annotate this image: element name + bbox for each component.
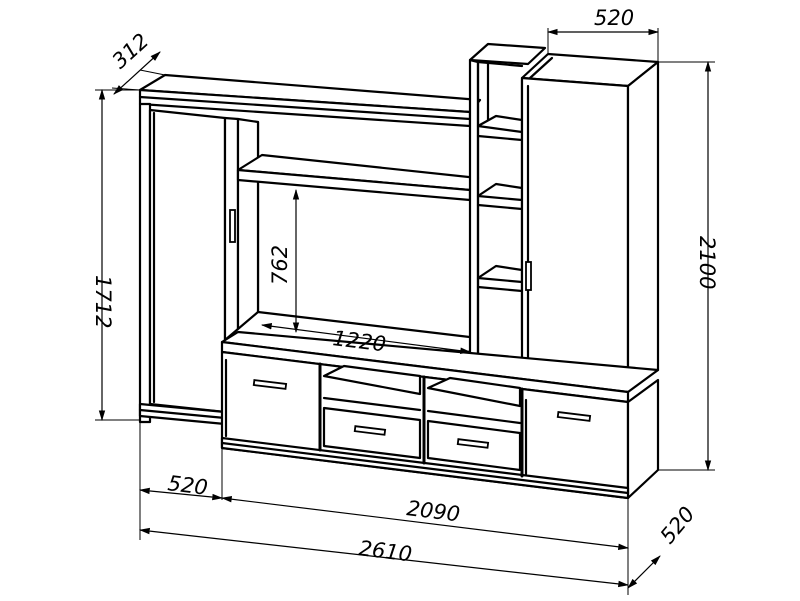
dim-depth: 520: [655, 502, 699, 548]
tv-niche: [223, 117, 480, 354]
handle-base-right: [556, 411, 592, 422]
dim-left-height: 1712: [91, 275, 115, 328]
dim-niche-height: 762: [268, 245, 292, 285]
dim-top-depth: 312: [108, 29, 154, 74]
handle-base-left: [252, 379, 288, 390]
dimension-lines: [95, 28, 715, 595]
door-handle-left: [229, 209, 236, 243]
right-tower: [520, 52, 660, 392]
dim-left-width: 520: [166, 471, 209, 500]
dim-total-width: 2610: [357, 536, 413, 566]
door-handle-right: [525, 261, 532, 291]
dim-total-height: 2100: [695, 236, 719, 289]
drawer-handle-2: [456, 438, 490, 449]
drawer-handle-1: [353, 425, 387, 436]
dim-tower-width: 520: [594, 6, 634, 30]
